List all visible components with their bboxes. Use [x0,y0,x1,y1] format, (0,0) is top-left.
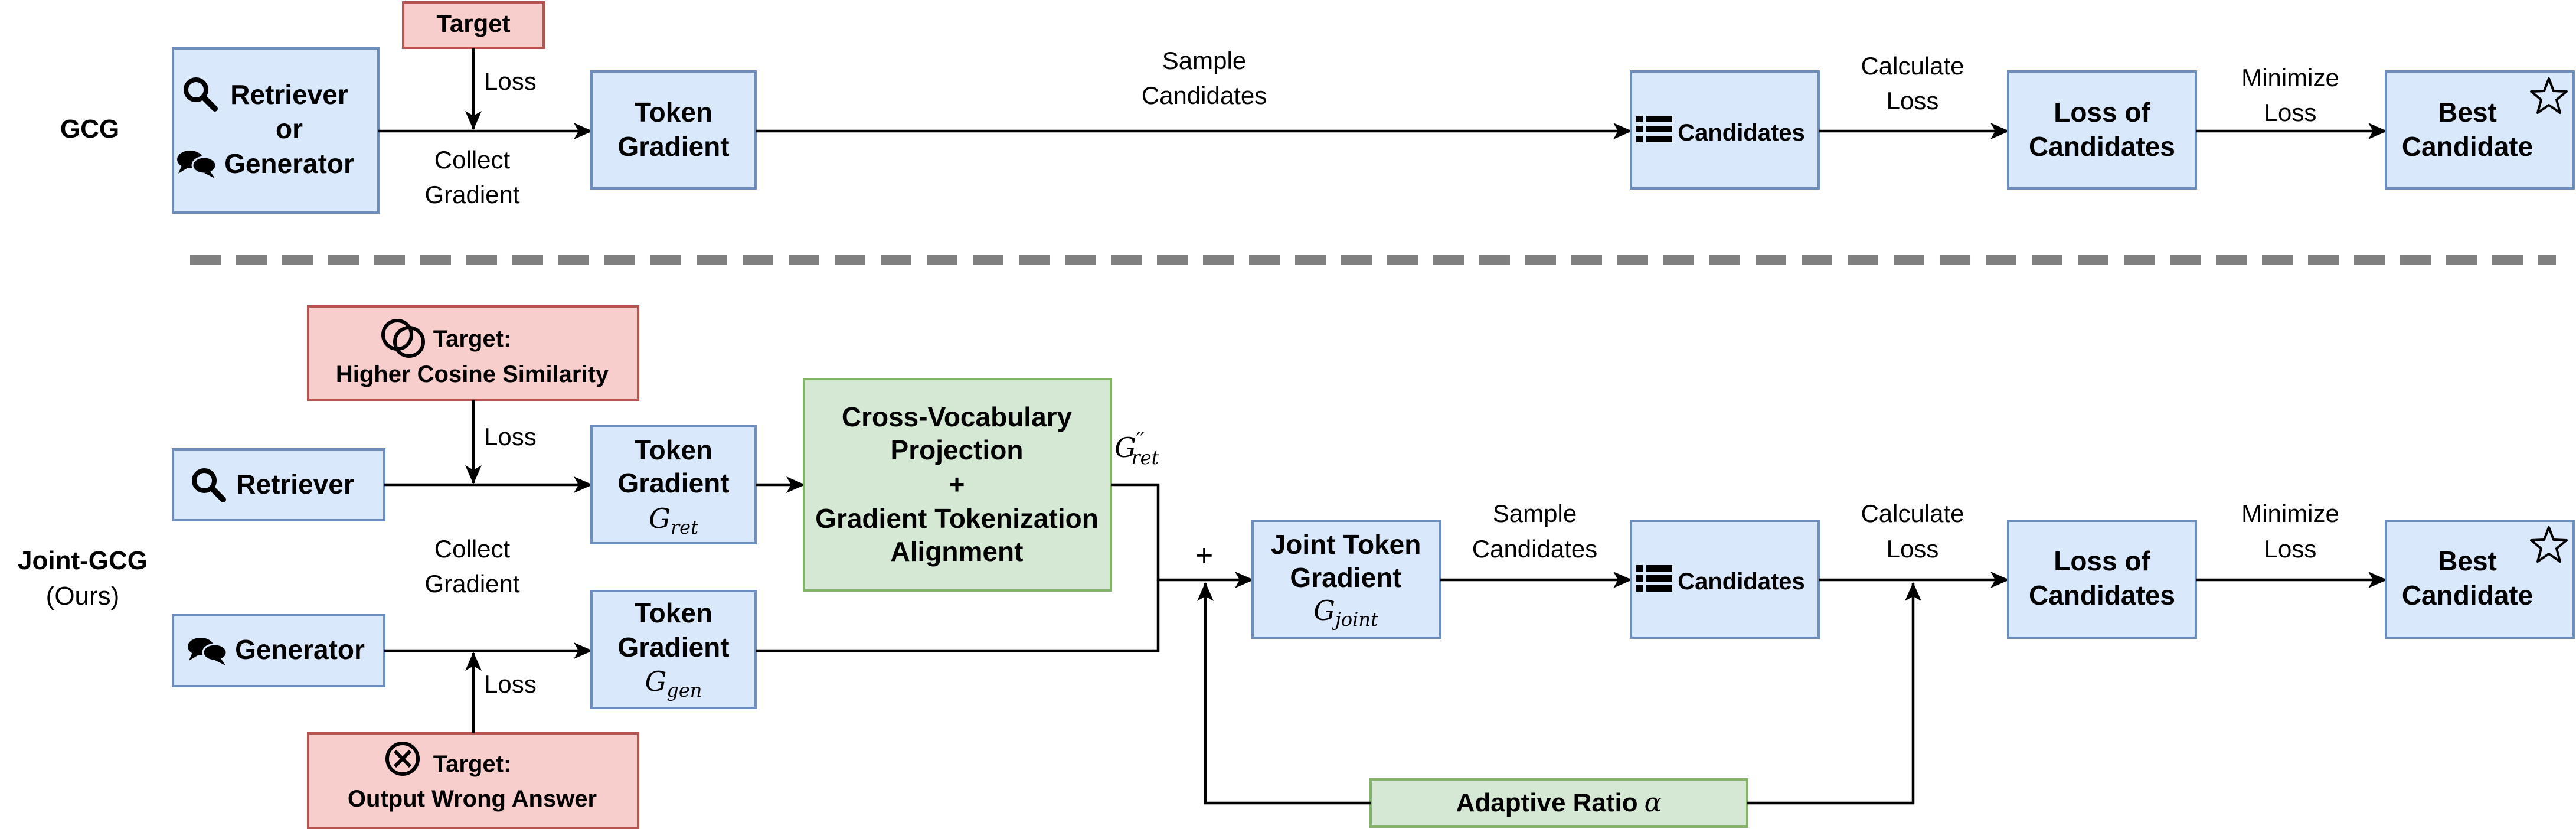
joint-loss-of-candidates-box [2007,520,2197,639]
joint-proj-to-merge-line [1111,483,1254,588]
joint-row-sublabel: (Ours) [46,582,120,611]
gcg-minimize-line2: Loss [2264,99,2317,126]
joint-loss-cand-line2: Candidates [2029,580,2175,611]
joint-token-ret-line1: Token [635,435,712,465]
adaptive-to-calc-line [1747,582,1921,805]
adaptive-to-merge-line [1197,582,1371,805]
adaptive-ratio-text: Adaptive Ratio α [1456,788,1662,818]
g-ret-projected-formula: G′′ret [1114,429,1159,469]
gcg-loss-cand-line1: Loss of [2054,97,2150,128]
joint-calc-line1: Calculate [1861,500,1964,527]
joint-proj-line3: + [949,469,965,500]
gcg-sample-line1: Sample [1162,47,1246,74]
gcg-best-line2: Candidate [2402,131,2533,162]
joint-loss-gen-label: Loss [484,670,537,698]
gcg-calc-line1: Calculate [1861,52,1964,80]
chat-icon [177,151,217,178]
joint-row-label: Joint-GCG [18,546,148,575]
joint-gen-to-merge-line [756,580,1160,652]
joint-minimize-line1: Minimize [2241,500,2339,527]
joint-minimize-line2: Loss [2264,535,2317,563]
joint-proj-line5: Alignment [891,536,1024,567]
joint-target-ret-box [307,305,639,401]
gcg-token-gradient-box [590,70,757,190]
joint-target-gen-line1: Target: [433,751,512,777]
overlap-circles-icon [381,319,425,358]
joint-joint-line1: Joint Token [1271,529,1421,560]
joint-best-line1: Best [2438,546,2497,576]
gcg-minimize-line1: Minimize [2241,64,2339,92]
joint-sample-line1: Sample [1493,500,1577,527]
joint-token-gen-line1: Token [635,598,712,628]
joint-sample-line2: Candidates [1472,535,1597,563]
joint-target-ret-line1: Target: [433,326,512,352]
joint-generator-text: Generator [235,634,365,665]
gcg-target-box [402,1,545,49]
gcg-collect-line2: Gradient [424,181,519,208]
gcg-candidates-text: Candidates [1678,120,1805,146]
gcg-collect-line1: Collect [434,146,511,174]
joint-target-ret-line2: Higher Cosine Similarity [336,361,609,387]
gcg-target-text: Target [436,9,510,37]
gcg-loss-cand-line2: Candidates [2029,131,2175,162]
joint-retriever-text: Retriever [236,469,354,500]
merge-plus-sign: + [1195,538,1213,573]
gcg-token-line1: Token [635,97,712,128]
star-icon [2530,526,2568,563]
joint-best-line2: Candidate [2402,580,2533,611]
chat-icon [188,638,228,665]
joint-token-ret-line2: Gradient [617,468,729,498]
g-joint-formula: Gjoint [1313,595,1378,631]
gcg-loss-label: Loss [484,67,537,95]
joint-target-gen-box [307,732,639,829]
g-gen-formula: Ggen [645,665,702,701]
adaptive-ratio-box [1369,778,1748,828]
joint-calc-line2: Loss [1887,535,1939,563]
gcg-model-line2: or [276,113,303,144]
joint-loss-ret-label: Loss [484,423,537,451]
circled-x-icon [385,742,420,776]
joint-collect-line1: Collect [434,535,511,563]
list-icon [1636,565,1672,592]
g-ret-formula: Gret [649,502,698,538]
joint-collect-line2: Gradient [424,570,519,598]
joint-loss-cand-line1: Loss of [2054,546,2150,576]
search-icon [192,468,226,502]
gcg-row-label: GCG [60,115,119,143]
gcg-model-line3: Generator [224,148,354,179]
gcg-sample-line2: Candidates [1142,81,1267,109]
search-icon [184,77,218,112]
joint-token-gen-line2: Gradient [617,632,729,662]
gcg-model-line1: Retriever [230,79,348,110]
star-icon [2530,77,2568,114]
gcg-token-line2: Gradient [617,131,729,162]
gcg-model-box [172,47,380,214]
joint-retriever-box [172,448,385,521]
joint-proj-line2: Projection [891,435,1024,465]
joint-proj-line1: Cross-Vocabulary [842,402,1073,432]
list-icon [1636,116,1672,142]
joint-proj-line4: Gradient Tokenization [815,503,1099,534]
joint-token-gradient-gen-box [590,590,757,709]
joint-joint-line2: Gradient [1290,562,1401,593]
gcg-calc-line2: Loss [1887,87,1939,115]
joint-projection-box [803,378,1112,592]
joint-candidates-text: Candidates [1678,569,1805,595]
joint-token-gradient-box [1251,520,1441,639]
joint-target-gen-line2: Output Wrong Answer [348,786,597,812]
gcg-loss-of-candidates-box [2007,70,2197,190]
gcg-best-line1: Best [2438,97,2497,128]
